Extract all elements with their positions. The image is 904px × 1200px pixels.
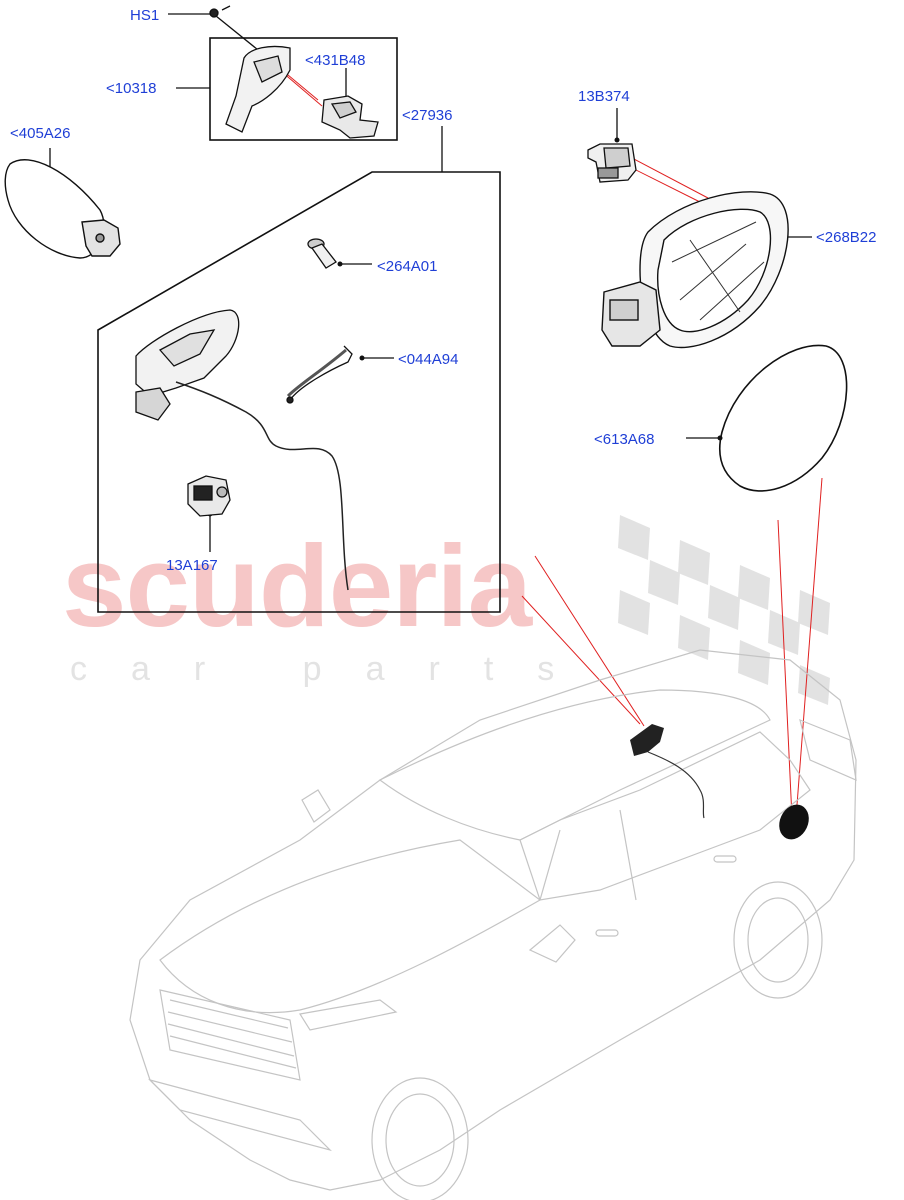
callout-264A01: <264A01 — [377, 258, 438, 275]
fuel-flap-part — [4, 159, 121, 259]
grommet-part — [307, 238, 337, 269]
latch-assembly-part — [135, 309, 349, 591]
callout-10318: <10318 — [106, 80, 157, 97]
vehicle-fuel-flap-location — [779, 804, 809, 840]
release-cable-part — [286, 345, 353, 404]
callout-044A94: <044A94 — [398, 351, 459, 368]
callout-431B48: <431B48 — [305, 52, 366, 69]
seal-ring-part — [718, 344, 848, 492]
actuator-part — [587, 143, 637, 183]
callout-405A26: <405A26 — [10, 125, 71, 142]
watermark-tagline: car parts — [70, 650, 599, 688]
checkered-flag-icon — [618, 515, 830, 705]
callout-13B374: 13B374 — [578, 88, 630, 105]
watermark-brand: scuderia — [62, 521, 532, 651]
callout-268B22: <268B22 — [816, 229, 877, 246]
vehicle-outline — [129, 649, 857, 1200]
callout-hs1: HS1 — [130, 7, 160, 24]
filler-housing-part — [601, 191, 789, 349]
callout-613A68: <613A68 — [594, 431, 655, 448]
group-box-27936 — [97, 171, 501, 613]
motor-part — [187, 475, 231, 517]
group-box-10318 — [209, 37, 398, 141]
vehicle-latch-location — [630, 724, 705, 819]
callout-27936: <27936 — [402, 107, 453, 124]
release-lever-part — [225, 45, 291, 133]
callout-13A167: 13A167 — [166, 557, 218, 574]
clip-part — [321, 95, 379, 139]
